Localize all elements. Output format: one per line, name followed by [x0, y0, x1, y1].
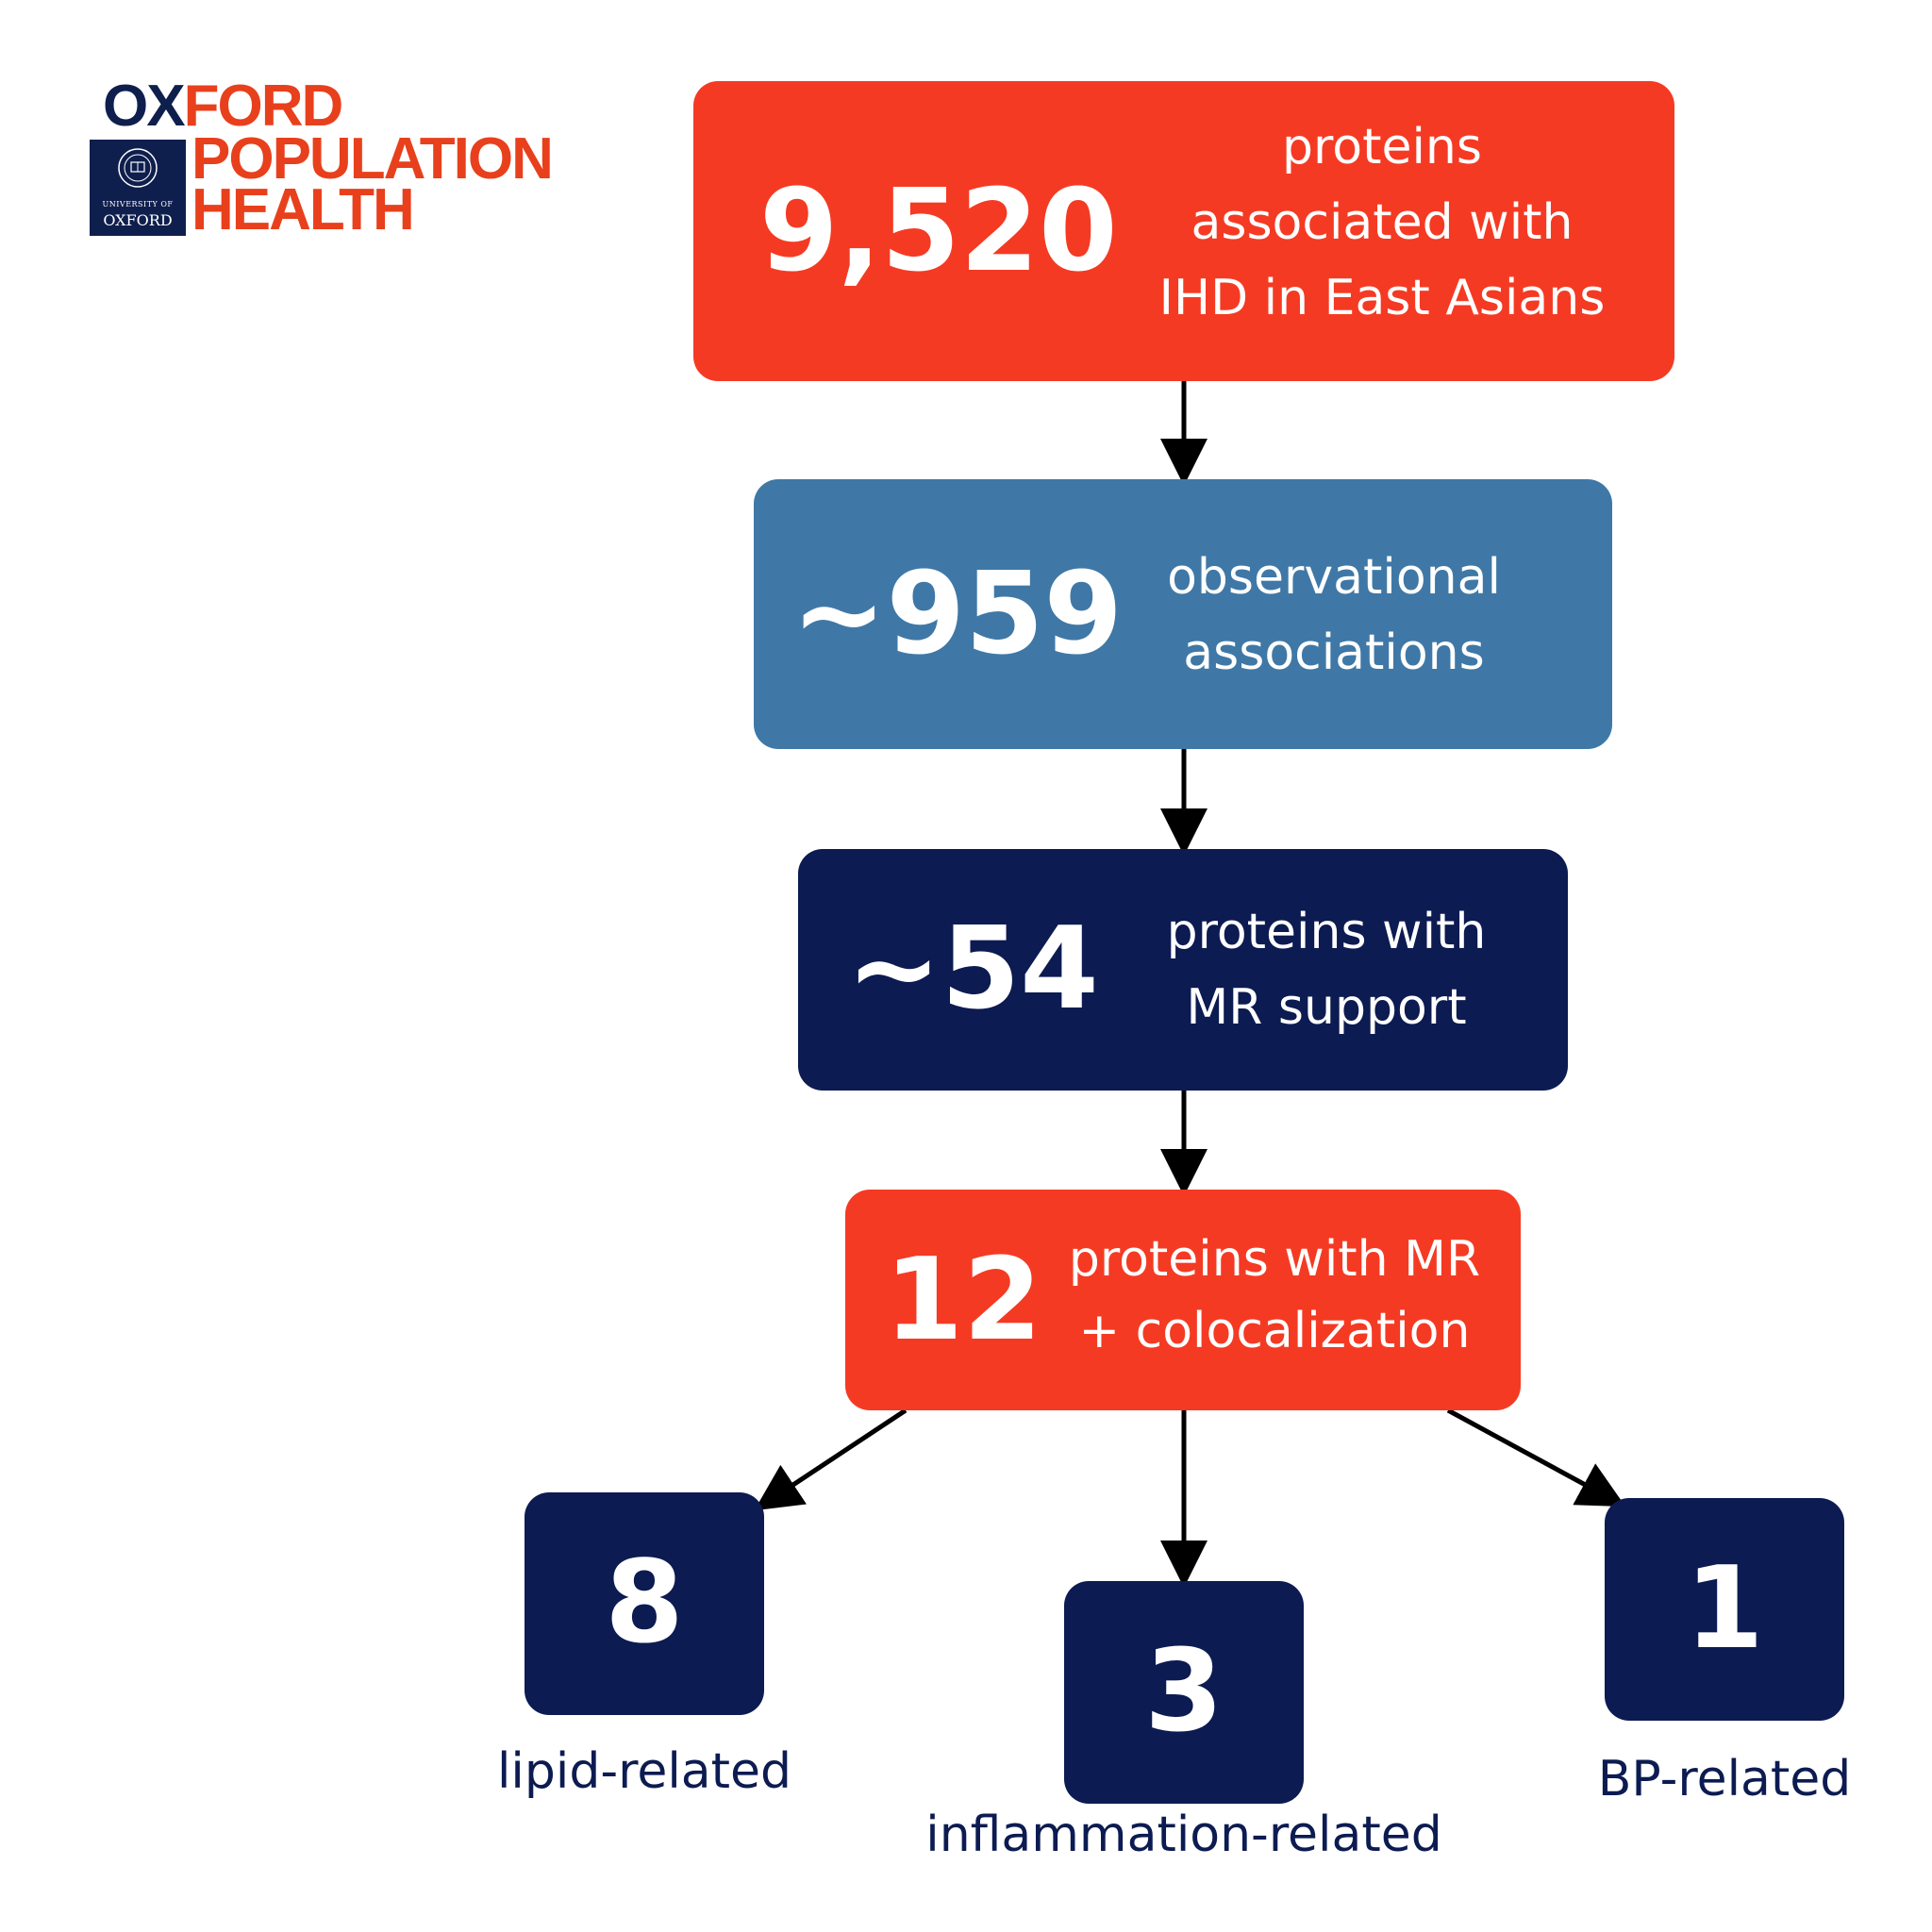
- crest-caption-large: OXFORD: [103, 211, 173, 229]
- arrow-step4-to-lipid: [754, 1407, 908, 1511]
- bp-related-label: BP-related: [1597, 1751, 1852, 1807]
- arrow-step4-to-bp: [1446, 1407, 1626, 1507]
- crest-caption-small: UNIVERSITY OF: [102, 200, 174, 208]
- lipid-related-count-box: 8: [525, 1492, 764, 1715]
- step-proteins-associated-box: 9,520 proteins associated with IHD in Ea…: [693, 81, 1674, 381]
- lipid-related-label: lipid-related: [496, 1743, 792, 1800]
- step-count: ~54: [846, 904, 1099, 1035]
- university-crest-icon: UNIVERSITY OF OXFORD: [90, 140, 186, 236]
- step-description: observational associations: [1167, 549, 1501, 681]
- bp-related-count-box: 1: [1605, 1498, 1844, 1721]
- step-description: proteins with MR + colocalization: [1068, 1231, 1481, 1359]
- step-mr-colocalization-box: 12 proteins with MR + colocalization: [845, 1190, 1521, 1410]
- step-description: proteins with MR support: [1166, 904, 1487, 1036]
- step-count: ~959: [791, 549, 1124, 680]
- logo-line-oxford: OXFORD: [103, 74, 343, 139]
- step-observational-associations-box: ~959 observational associations: [754, 479, 1612, 749]
- logo-line-health: HEALTH: [192, 177, 415, 242]
- oxford-population-health-logo: OXFORD UNIVERSITY OF OXFORD POPULATION H…: [90, 74, 618, 242]
- step-description: proteins associated with IHD in East Asi…: [1158, 119, 1606, 326]
- logo-line-population: POPULATION: [192, 126, 554, 192]
- inflammation-related-label: inflammation-related: [925, 1807, 1442, 1863]
- inflammation-related-count-box: 3: [1064, 1581, 1304, 1804]
- step-mr-support-box: ~54 proteins with MR support: [798, 849, 1568, 1091]
- step-count: 12: [884, 1235, 1042, 1366]
- step-count: 9,520: [759, 166, 1118, 297]
